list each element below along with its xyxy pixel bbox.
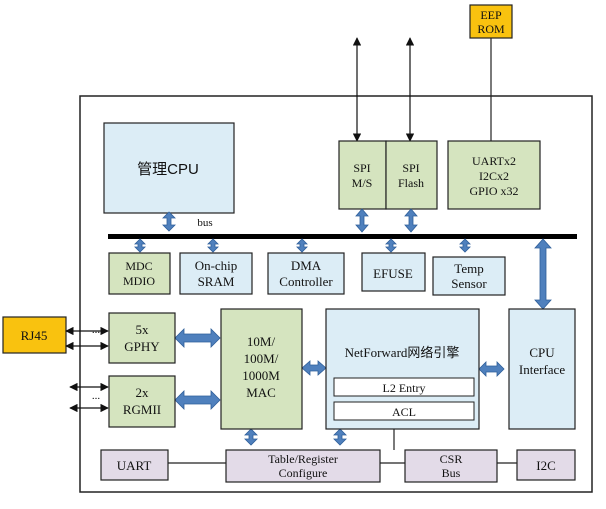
spi-flash-label-line2: Flash	[398, 176, 424, 190]
system-bus	[108, 234, 577, 239]
sram-bus-arrow	[207, 238, 219, 253]
uart-label: UART	[117, 458, 152, 473]
gphy-block: 5x GPHY	[108, 312, 176, 364]
dma-label-line2: Controller	[279, 274, 333, 289]
management-cpu-label: 管理CPU	[137, 161, 199, 178]
csr-bus-block: CSR Bus	[404, 449, 498, 483]
sram-block: On-chip SRAM	[179, 252, 253, 295]
bottom-bus-lines	[168, 429, 517, 464]
gphy-label-line1: 5x	[136, 322, 150, 337]
mac-label-line2: 100M/	[244, 351, 279, 366]
mac-label-line3: 1000M	[242, 368, 280, 383]
mac-block: 10M/ 100M/ 1000M MAC	[220, 308, 303, 430]
i2c-x2-label: I2Cx2	[479, 169, 509, 183]
bus-label: bus	[197, 217, 212, 229]
rgmii-port-arrows: ...	[69, 382, 109, 413]
gpio-x32-label: GPIO x32	[469, 184, 518, 198]
management-cpu-block: 管理CPU	[103, 122, 235, 214]
spi-ms-bus-arrow	[355, 208, 369, 233]
bus-connector-arrows	[134, 208, 552, 446]
gphy-label-line2: GPHY	[124, 339, 160, 354]
efuse-block: EFUSE	[361, 252, 426, 292]
temp-label-line2: Sensor	[451, 276, 487, 291]
table-register-configure-block: Table/Register Configure	[225, 449, 381, 483]
i2c-label: I2C	[536, 458, 556, 473]
cpu-bus-arrow	[162, 211, 176, 232]
efuse-bus-arrow	[385, 238, 397, 253]
sram-label-line2: SRAM	[198, 274, 235, 289]
dma-label-line1: DMA	[291, 258, 322, 273]
i2c-block: I2C	[516, 449, 576, 481]
mac-label-line1: 10M/	[247, 334, 276, 349]
mdio-label: MDIO	[123, 274, 155, 288]
table-mac-arrow	[244, 428, 258, 446]
efuse-label: EFUSE	[373, 266, 413, 281]
acl-label: ACL	[392, 405, 416, 419]
rgmii-label-line1: 2x	[136, 385, 150, 400]
mac-netforward-arrow	[301, 360, 327, 376]
bus-block-label: Bus	[442, 466, 461, 480]
gphy-mac-arrow	[174, 328, 221, 348]
cpu-interface-bus-arrow	[534, 238, 552, 310]
uart-i2c-gpio-block: UARTx2 I2Cx2 GPIO x32	[447, 140, 541, 210]
netforward-cpu-interface-arrow	[478, 361, 505, 377]
spi-flash-label-line1: SPI	[402, 161, 419, 175]
configure-label: Configure	[279, 466, 328, 480]
rgmii-block: 2x RGMII	[108, 375, 176, 428]
cpu-interface-label-line1: CPU	[529, 345, 555, 360]
eeprom-label-line2: ROM	[477, 22, 505, 36]
rj45-block: RJ45	[2, 316, 67, 354]
rgmii-label-line2: RGMII	[123, 402, 161, 417]
gphy-port-arrows: ...	[65, 324, 109, 351]
cpu-interface-label-line2: Interface	[519, 362, 565, 377]
mdc-bus-arrow	[134, 238, 146, 253]
spi-ms-label-line2: M/S	[352, 176, 373, 190]
uart-x2-label: UARTx2	[472, 154, 516, 168]
mdc-label: MDC	[125, 259, 152, 273]
acl-block	[333, 401, 475, 421]
mac-label-line4: MAC	[246, 385, 276, 400]
netforward-label: NetForward网络引擎	[345, 345, 460, 360]
rgmii-port-dots: ...	[92, 390, 101, 402]
dma-bus-arrow	[296, 238, 308, 253]
rgmii-mac-arrow	[174, 390, 221, 410]
spi-flash-block: SPI Flash	[385, 140, 438, 210]
spi-flash-bus-arrow	[404, 208, 418, 233]
l2-entry-block	[333, 377, 475, 397]
uart-block: UART	[100, 449, 169, 481]
table-register-label: Table/Register	[268, 452, 338, 466]
sram-label-line1: On-chip	[195, 258, 238, 273]
rj45-label: RJ45	[21, 328, 48, 343]
gphy-port-dots: ...	[92, 324, 101, 336]
dma-controller-block: DMA Controller	[267, 252, 345, 295]
csr-label: CSR	[440, 452, 463, 466]
datapath-arrows	[174, 328, 505, 410]
l2-entry-label: L2 Entry	[383, 381, 426, 395]
eeprom-block: EEP ROM	[469, 4, 513, 39]
temp-bus-arrow	[459, 238, 471, 253]
spi-ms-label-line1: SPI	[353, 161, 370, 175]
mdc-mdio-block: MDC MDIO	[108, 252, 171, 295]
netforward-engine-block: NetForward网络引擎 L2 Entry ACL	[325, 308, 480, 430]
cpu-interface-block: CPU Interface	[508, 308, 576, 430]
table-netforward-arrow	[333, 428, 347, 446]
chip-boundary	[79, 95, 593, 493]
eeprom-label-line1: EEP	[480, 8, 502, 22]
spi-ms-block: SPI M/S	[338, 140, 387, 210]
temp-label-line1: Temp	[454, 261, 483, 276]
temp-sensor-block: Temp Sensor	[432, 256, 506, 296]
